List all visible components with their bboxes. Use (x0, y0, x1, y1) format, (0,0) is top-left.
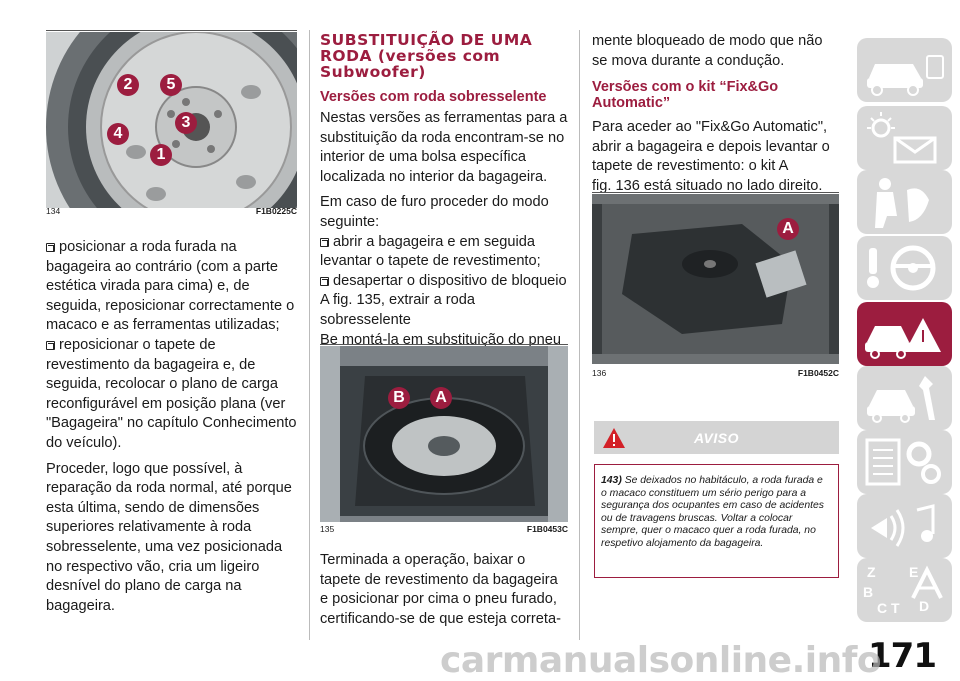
column-2-text: SUBSTITUIÇÃO DE UMA RODA (versões com Su… (320, 32, 568, 389)
section-title: SUBSTITUIÇÃO DE UMA RODA (versões com Su… (320, 32, 568, 80)
body-paragraph: mente bloqueado de modo que não se mova … (592, 33, 823, 69)
figure-number: 134 (46, 206, 61, 216)
technical-data-icon (865, 438, 941, 486)
subtitle-line: Automatic” (592, 95, 671, 112)
watermark: carmanualsonline.info (440, 640, 882, 681)
callout-A: A (777, 218, 799, 240)
callout-label: 3 (181, 114, 191, 131)
bullet-text: abrir a bagageira e em seguida levantar … (320, 233, 541, 270)
title-line: RODA (versões com (320, 47, 501, 65)
callout-label: 2 (123, 76, 133, 93)
column-divider (309, 30, 310, 640)
warning-number: 143) (601, 475, 622, 486)
title-line: SUBSTITUIÇÃO DE UMA (320, 31, 533, 49)
column-3-text: mente bloqueado de modo que não se mova … (592, 32, 840, 197)
bullet-item: reposicionar o tapete de revestimento da… (46, 336, 298, 454)
title-line: Subwoofer) (320, 63, 426, 81)
tab-car-dashboard[interactable] (857, 38, 952, 102)
bullet-text: desapertar o dispositivo de bloqueio A f… (320, 272, 567, 328)
tab-seat-safety[interactable] (857, 170, 952, 234)
tab-car-maintenance[interactable] (857, 366, 952, 430)
tab-multimedia[interactable] (857, 494, 952, 558)
body-paragraph: Proceder, logo que possível, à reparação… (46, 460, 292, 614)
alphabetical-index-icon (911, 565, 943, 599)
text-line: tapete de revestimento: o kit A (592, 158, 789, 175)
index-letter: Z (867, 564, 876, 580)
callout-label: A (435, 389, 447, 406)
index-letter: B (863, 584, 874, 600)
warning-lights-icon (867, 112, 937, 164)
steering-wheel-icon (867, 245, 936, 291)
subtitle-line: Versões com o kit “Fix&Go (592, 79, 779, 96)
seat-safety-icon (875, 178, 929, 228)
warning-text: Se deixados no habitáculo, a roda furada… (601, 475, 824, 549)
figure-code: F1B0225C (255, 206, 297, 216)
index-letter: E (909, 564, 919, 580)
tab-technical-data[interactable] (857, 430, 952, 494)
subsection-title: Versões com o kit “Fix&Go Automatic” (592, 79, 840, 111)
text-line: Para aceder ao "Fix&Go Automatic", (592, 119, 828, 136)
tab-emergency[interactable] (857, 302, 952, 366)
emergency-car-icon (865, 318, 941, 359)
page-number: 171 (868, 636, 937, 676)
callout-3: 3 (175, 112, 197, 134)
checkbox-icon (46, 243, 55, 252)
warning-title: AVISO (693, 430, 740, 446)
figure-number: 135 (320, 524, 335, 534)
index-letter: D (919, 598, 930, 614)
car-dashboard-icon (867, 55, 944, 96)
tab-warning-lights[interactable] (857, 106, 952, 170)
text-line: abrir a bagageira e depois levantar o (592, 138, 830, 155)
checkbox-icon (320, 237, 329, 247)
body-paragraph: Para aceder ao "Fix&Go Automatic", abrir… (592, 118, 840, 196)
bullet-text: posicionar a roda furada na bagageira ao… (46, 239, 295, 334)
figure-code: F1B0452C (797, 368, 839, 378)
callout-A: A (430, 387, 452, 409)
car-maintenance-icon (867, 376, 935, 423)
body-paragraph: Nestas versões as ferramentas para a sub… (320, 110, 568, 185)
wheel-photo (46, 32, 297, 208)
body-paragraph: Em caso de furo proceder do modo seguint… (320, 194, 549, 230)
callout-1: 1 (150, 144, 172, 166)
body-paragraph: Terminada a operação, baixar o tapete de… (320, 552, 561, 627)
bullet-item: posicionar a roda furada na bagageira ao… (46, 238, 298, 336)
warning-header: AVISO (594, 421, 839, 454)
tab-steering-wheel[interactable] (857, 236, 952, 300)
multimedia-icon (871, 504, 935, 547)
bullet-item: abrir a bagageira e em seguida levantar … (320, 233, 568, 272)
column-1-text: posicionar a roda furada na bagageira ao… (46, 238, 298, 616)
checkbox-icon (320, 276, 329, 286)
callout-B: B (388, 387, 410, 409)
column-divider (579, 30, 580, 640)
text-line: fig. 136 está situado no lado direito. (592, 177, 823, 194)
figure-135: B A 135 F1B0453C (320, 344, 568, 535)
warning-triangle-icon (603, 428, 625, 448)
figure-code: F1B0453C (526, 524, 568, 534)
index-letter: C (877, 600, 888, 616)
callout-label: 5 (166, 76, 176, 93)
figure-134: 2 5 4 3 1 134 F1B0225C (46, 30, 297, 217)
tab-alphabetical-index[interactable]: Z E B C T D (857, 558, 952, 622)
bullet-item: desapertar o dispositivo de bloqueio A f… (320, 272, 568, 331)
callout-label: A (782, 220, 794, 237)
bullet-text: reposicionar o tapete de revestimento da… (46, 336, 297, 451)
callout-2: 2 (117, 74, 139, 96)
warning-body: 143) Se deixados no habitáculo, a roda f… (594, 464, 839, 578)
figure-number: 136 (592, 368, 607, 378)
callout-5: 5 (160, 74, 182, 96)
callout-4: 4 (107, 123, 129, 145)
figure-136: A 136 F1B0452C (592, 192, 839, 379)
subsection-title: Versões com roda sobresselente (320, 89, 547, 105)
callout-label: B (393, 389, 405, 406)
callout-label: 1 (156, 146, 166, 163)
checkbox-icon (46, 340, 55, 350)
column-2-text-bottom: Terminada a operação, baixar o tapete de… (320, 551, 568, 629)
callout-label: 4 (113, 125, 123, 142)
fix-go-kit-photo (592, 194, 839, 364)
index-letter: T (891, 600, 900, 616)
trunk-spare-wheel-photo (320, 346, 568, 522)
